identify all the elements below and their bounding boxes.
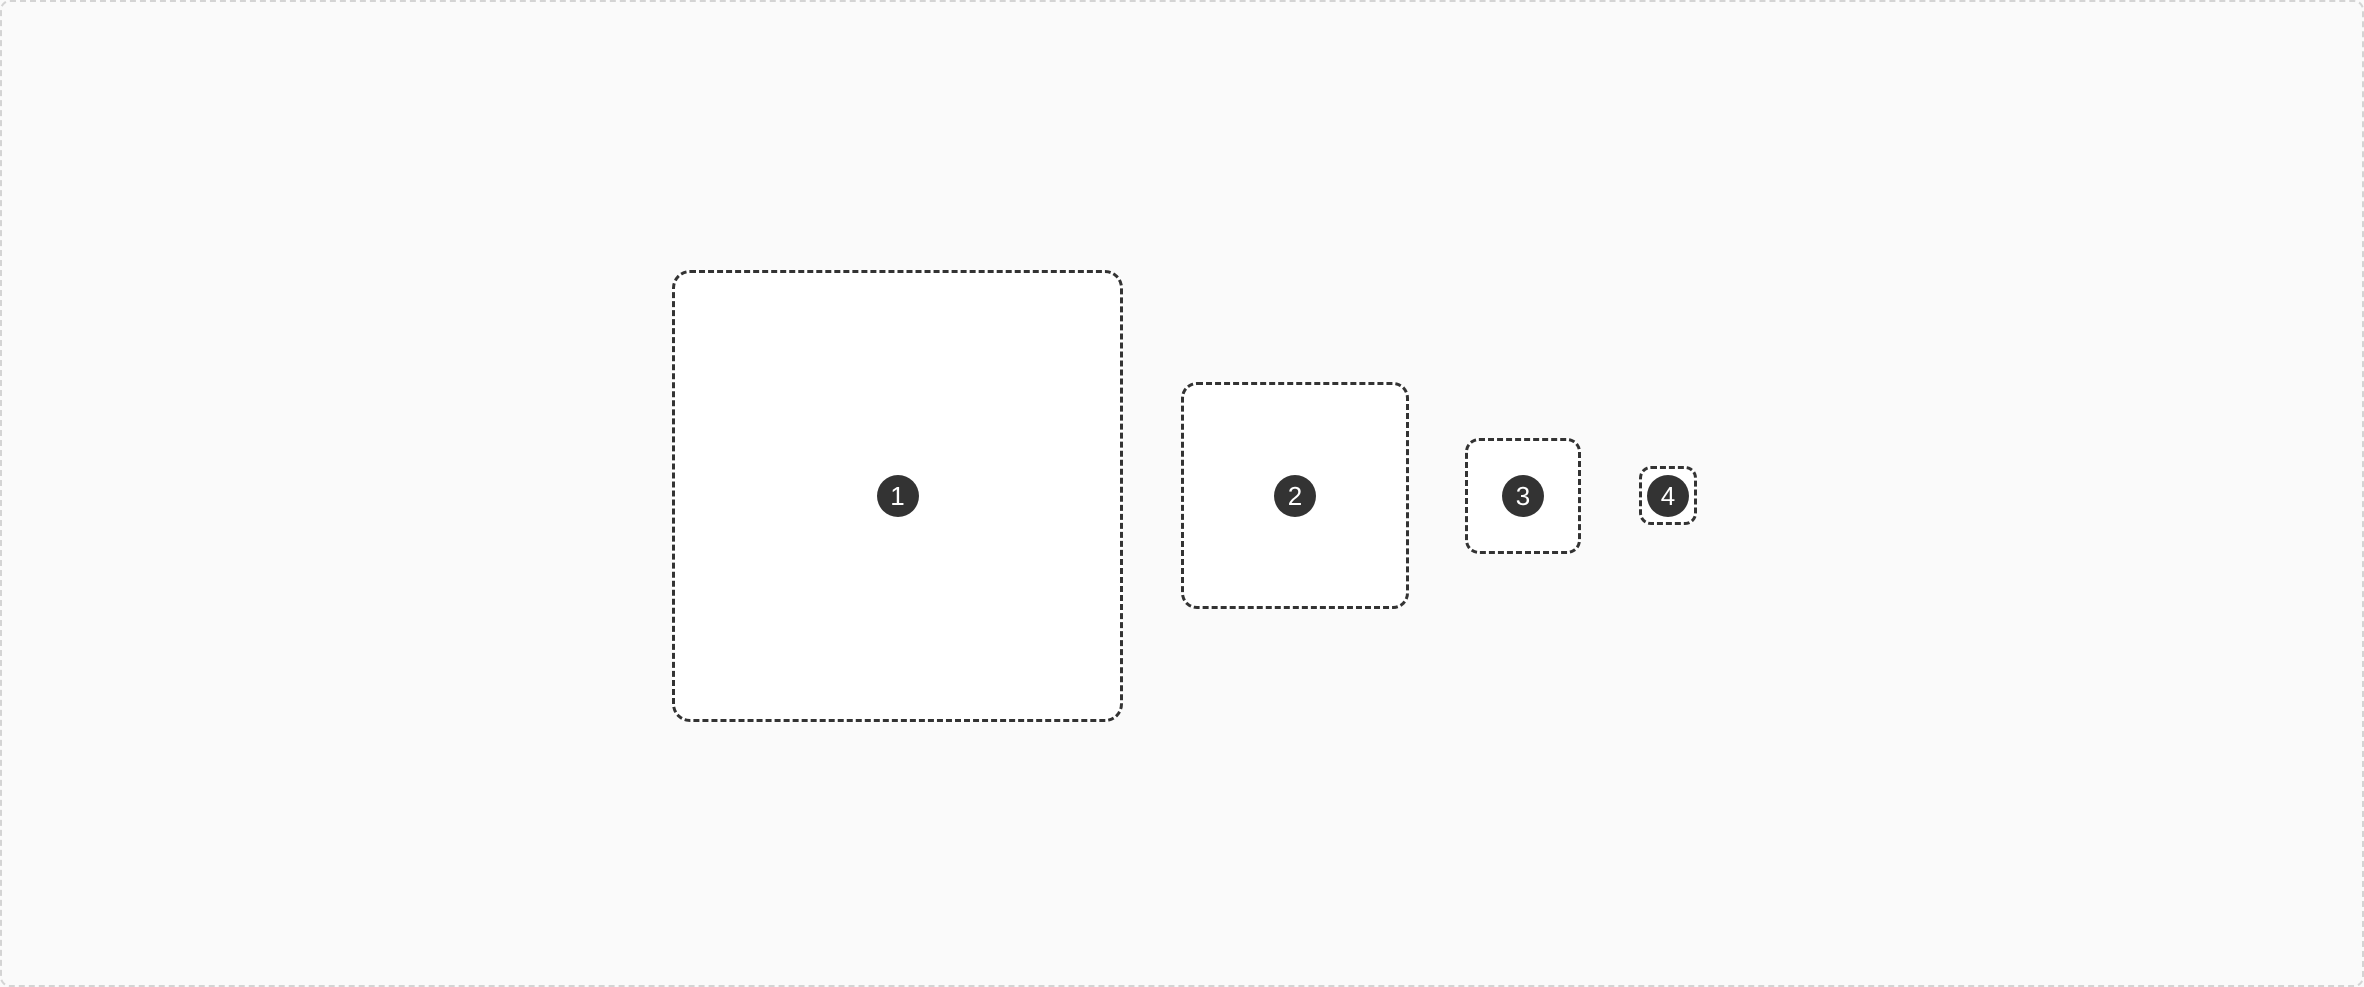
number-badge-3: 3 bbox=[1502, 475, 1544, 517]
number-badge-1: 1 bbox=[876, 475, 919, 517]
dashed-box-3: 3 bbox=[1465, 438, 1581, 554]
dashed-box-1: 1 bbox=[672, 270, 1123, 722]
number-badge-4: 4 bbox=[1647, 474, 1689, 517]
number-badge-2: 2 bbox=[1274, 474, 1316, 517]
dashed-box-2: 2 bbox=[1181, 382, 1409, 609]
dashed-box-4: 4 bbox=[1639, 466, 1697, 525]
